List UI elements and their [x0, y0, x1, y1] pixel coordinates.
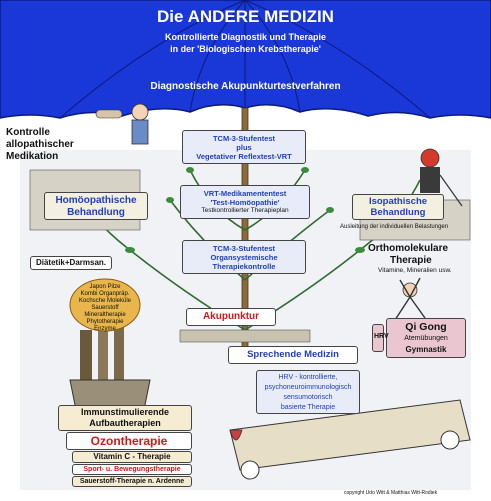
- sport-box: Sport- u. Bewegungstherapie: [72, 464, 192, 475]
- hrv-therapy-box: HRV - kontrollierte, psychoneuroimmunolo…: [256, 370, 360, 414]
- plate-text-3: Kochsche Moleküle: [78, 298, 132, 304]
- subtitle-line-2: in der 'Biologischen Krebstherapie': [170, 44, 321, 54]
- copyright-text: copyright Udo Witt & Matthias Witt-Rodie…: [344, 490, 438, 496]
- akupunktur-label: Akupunktur: [202, 311, 260, 322]
- center-box-1-line-2: plus: [236, 143, 252, 152]
- center-box-3-line-3: Therapiekontrolle: [212, 262, 276, 271]
- gymnastik-label: Gymnastik: [405, 345, 447, 354]
- kontrolle-line-2: allopathischer: [6, 139, 74, 150]
- diaetetik-box: Diätetik+Darmsan.: [30, 256, 112, 270]
- ground-ledge-icon: [179, 329, 311, 343]
- plate-text-7: Enzyme: [94, 326, 116, 332]
- center-box-2-line-1: VRT-Medikamententest: [203, 189, 287, 198]
- figure-with-pill-icon: [95, 103, 149, 145]
- homoeo-line-1: Homöopathische: [55, 195, 137, 206]
- umbrella-ribs-icon: [59, 0, 431, 119]
- ozon-box: Ozontherapie: [66, 432, 192, 450]
- hrv-therapy-line-4: basierte Therapie: [280, 404, 336, 411]
- isopathische-line-1: Isopathische: [368, 196, 428, 207]
- jumping-figure-icon: [394, 277, 426, 321]
- center-box-2: VRT-Medikamententest 'Test-Homöopathie' …: [180, 185, 310, 219]
- center-box-2-line-3: Testkontrollierter Therapieplan: [201, 207, 289, 214]
- plate-text-1: Japon Pilze: [89, 284, 121, 290]
- vitamin-label: Vitamin C - Therapie: [93, 452, 171, 461]
- immun-line-1: Immunstimulierende: [80, 407, 170, 417]
- ortho-note: Vitamine, Mineralien usw.: [378, 267, 452, 274]
- hrv-side-tag: HRV: [372, 324, 389, 352]
- devil-figure-icon: [420, 148, 463, 207]
- sport-label: Sport- u. Bewegungstherapie: [83, 466, 181, 473]
- diaetetik-label: Diätetik+Darmsan.: [35, 258, 107, 267]
- plate-text-4: Sauerstoff: [91, 305, 119, 311]
- center-box-2-line-2: 'Test-Homöopathie': [210, 198, 280, 207]
- hrv-side-label: HRV: [374, 333, 389, 340]
- plate-text-5: Mineraltherapie: [84, 312, 126, 318]
- ausleitung-text: Ausleitung der individuellen Belastungen: [340, 224, 449, 230]
- center-box-1-line-3: Vegetativer Reflextest-VRT: [196, 152, 292, 161]
- ortho-line-1: Orthomolekulare: [368, 243, 449, 254]
- atem-label: Atemübungen: [404, 335, 448, 342]
- homoeo-line-2: Behandlung: [67, 207, 125, 218]
- hrv-therapy-line-3: sensumotorisch: [283, 394, 333, 401]
- main-title: Die ANDERE MEDIZIN: [157, 7, 334, 26]
- ortho-line-2: Therapie: [390, 255, 432, 266]
- plate-text-2: Kombi Organpräp.: [80, 291, 130, 297]
- umbrella-label: Diagnostische Akupunkturtestverfahren: [150, 81, 341, 92]
- center-box-1-line-1: TCM-3-Stufentest: [212, 134, 276, 143]
- immun-line-2: Aufbautherapien: [89, 418, 161, 428]
- hrv-therapy-line-1: HRV - kontrollierte,: [278, 374, 338, 381]
- plate-text-6: Phytotherapie: [86, 319, 124, 325]
- center-box-1: TCM-3-Stufentest plus Vegetativer Reflex…: [182, 130, 306, 164]
- hrv-therapy-line-2: psychoneuroimmunologisch: [264, 384, 352, 391]
- subtitle-line-1: Kontrollierte Diagnostik und Therapie: [164, 32, 326, 42]
- qigong-label: Qi Gong: [405, 321, 447, 333]
- isopathische-box: Isopathische Behandlung: [352, 194, 444, 220]
- sprechende-box: Sprechende Medizin: [228, 346, 358, 364]
- kontrolle-line-3: Medikation: [6, 151, 59, 162]
- ozon-label: Ozontherapie: [90, 434, 168, 448]
- center-box-3: TCM-3-Stufentest Organsystemische Therap…: [182, 240, 306, 274]
- vitamin-box: Vitamin C - Therapie: [72, 451, 192, 463]
- immun-box: Immunstimulierende Aufbautherapien: [58, 405, 192, 431]
- kontrolle-line-1: Kontrolle: [6, 127, 50, 138]
- center-box-3-line-1: TCM-3-Stufentest: [212, 244, 276, 253]
- qigong-box: Qi Gong Atemübungen Gymnastik: [386, 318, 466, 358]
- sauerstoff-label: Sauerstoff-Therapie n. Ardenne: [79, 478, 185, 485]
- gold-plate-icon: [69, 278, 141, 332]
- akupunktur-box: Akupunktur: [186, 308, 276, 326]
- center-box-3-line-2: Organsystemische: [210, 253, 278, 262]
- sauerstoff-box: Sauerstoff-Therapie n. Ardenne: [72, 476, 192, 487]
- sprechende-label: Sprechende Medizin: [247, 349, 339, 360]
- isopathische-line-2: Behandlung: [370, 207, 426, 218]
- wheel-cart-bed-icon: [229, 399, 471, 480]
- mortar-vessel-icon: [229, 429, 243, 441]
- homoeo-box: Homöopathische Behandlung: [44, 192, 148, 220]
